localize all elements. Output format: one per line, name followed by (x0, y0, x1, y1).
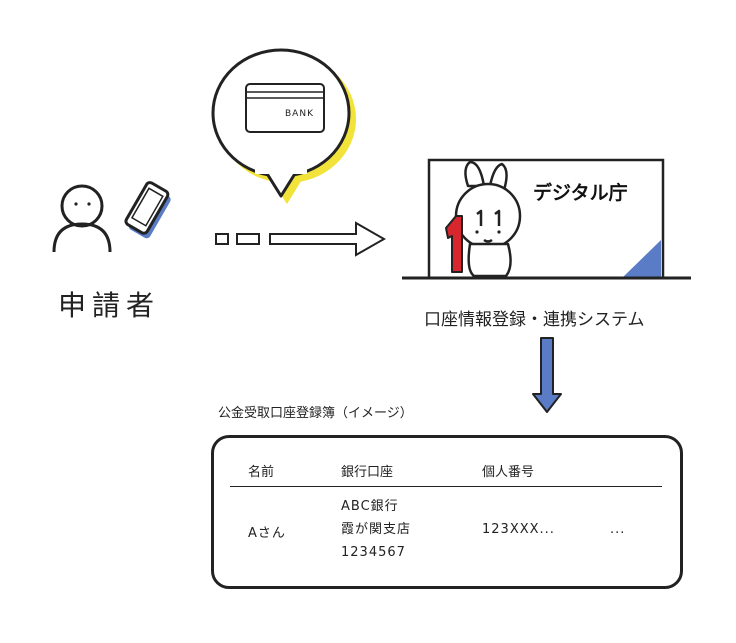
system-label: 口座情報登録・連携システム (424, 310, 645, 330)
row-name: Aさん (248, 526, 286, 541)
row-more: ... (610, 522, 626, 537)
smartphone-icon (124, 181, 171, 239)
ledger-title: 公金受取口座登録簿（イメージ） (218, 406, 413, 421)
agency-name: デジタル庁 (533, 182, 628, 204)
bank-branch: 霞が関支店 (341, 522, 412, 537)
bank-name: ABC銀行 (341, 499, 399, 514)
applicant-label: 申請者 (58, 289, 161, 322)
dashed-arrow (215, 221, 387, 257)
header-bank-account: 銀行口座 (341, 465, 394, 480)
down-arrow (532, 337, 562, 413)
mascot-number-one-icon (445, 215, 463, 273)
header-divider (230, 486, 662, 487)
ledger-table: 名前 銀行口座 個人番号 Aさん ABC銀行 霞が関支店 1234567 123… (211, 435, 683, 589)
bank-card-text: BANK (285, 109, 314, 119)
row-bank-account: ABC銀行 霞が関支店 1234567 (341, 495, 411, 564)
person-icon (52, 184, 112, 253)
bank-card-icon: BANK (245, 83, 325, 133)
rabbit-mascot-icon (454, 160, 522, 278)
bank-account-number: 1234567 (341, 545, 406, 560)
header-my-number: 個人番号 (482, 465, 535, 480)
row-my-number: 123XXX... (482, 522, 555, 537)
header-name: 名前 (248, 465, 275, 480)
